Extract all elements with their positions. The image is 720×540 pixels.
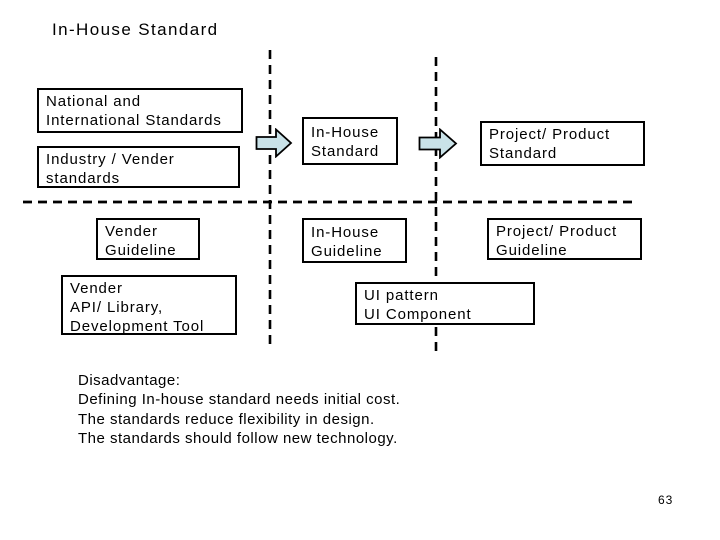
notes-line: The standards should follow new technolo… (78, 429, 398, 447)
box-ui-pattern-component: UI pattern UI Component (355, 282, 535, 325)
page-number: 63 (658, 493, 674, 507)
box-text-line: Project/ Product (489, 126, 611, 143)
box-text-line: UI Component (364, 306, 472, 323)
box-text-line: Guideline (105, 242, 177, 259)
box-text-line: Vender (105, 223, 158, 240)
right-arrow-icon (255, 128, 293, 158)
box-text-line: Project/ Product (496, 223, 618, 240)
disadvantage-notes: Disadvantage: Defining In-house standard… (78, 371, 400, 448)
box-text-line: API/ Library, (70, 299, 164, 316)
notes-line: Disadvantage: (78, 372, 181, 389)
box-text-line: Guideline (311, 243, 383, 260)
box-industry-vender-standards: Industry / Vender standards (37, 146, 240, 188)
box-text-line: UI pattern (364, 287, 439, 304)
box-text-line: National and (46, 93, 142, 110)
box-text-line: International Standards (46, 112, 222, 129)
box-in-house-standard: In-House Standard (302, 117, 398, 165)
box-text-line: Vender (70, 280, 123, 297)
box-national-international-standards: National and International Standards (37, 88, 243, 133)
page-title: In-House Standard (52, 20, 219, 39)
box-text-line: standards (46, 170, 120, 187)
box-text-line: Guideline (496, 242, 568, 259)
notes-line: Defining In-house standard needs initial… (78, 391, 401, 409)
box-project-product-standard: Project/ Product Standard (480, 121, 645, 166)
notes-line: The standards reduce flexibility in desi… (78, 410, 375, 428)
box-project-product-guideline: Project/ Product Guideline (487, 218, 642, 260)
box-text-line: Standard (311, 143, 380, 160)
right-arrow-icon (418, 128, 458, 159)
box-in-house-guideline: In-House Guideline (302, 218, 407, 263)
box-text-line: In-House (311, 224, 380, 241)
box-text-line: Industry / Vender (46, 151, 175, 168)
box-vender-api-library: Vender API/ Library, Development Tool (61, 275, 237, 335)
box-text-line: Development Tool (70, 318, 205, 335)
box-vender-guideline: Vender Guideline (96, 218, 200, 260)
box-text-line: In-House (311, 124, 380, 141)
box-text-line: Standard (489, 145, 558, 162)
